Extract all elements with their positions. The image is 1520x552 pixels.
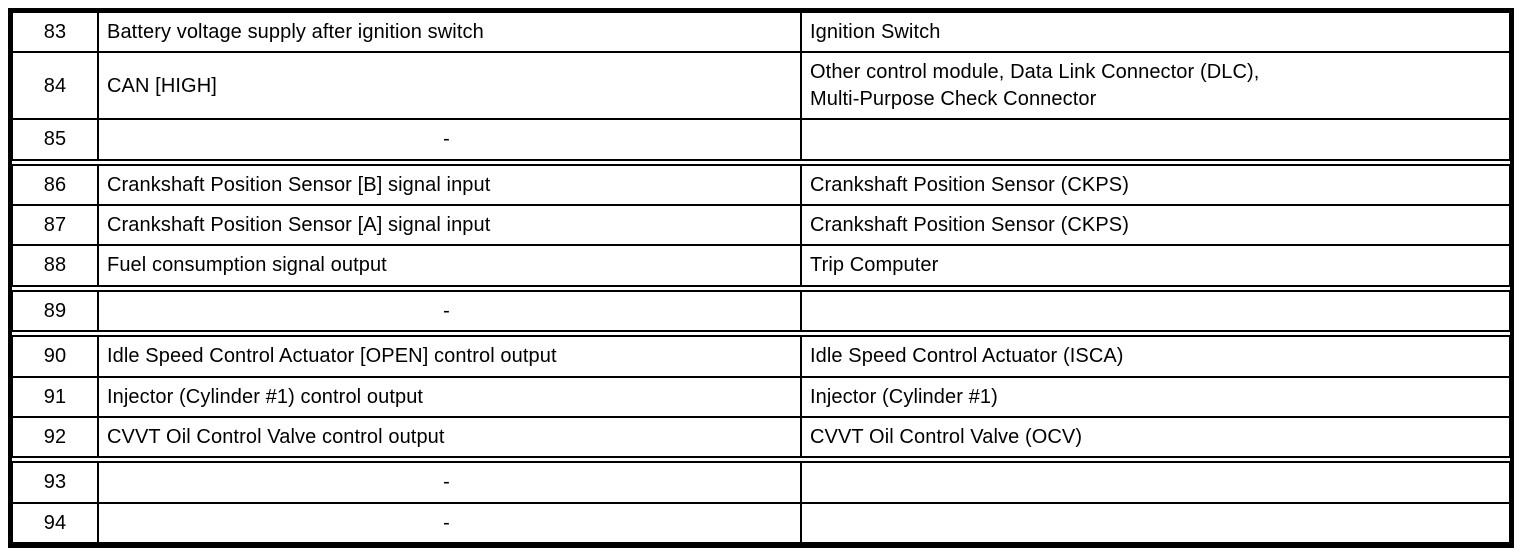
- description-cell: Fuel consumption signal output: [99, 246, 802, 285]
- pin-number-cell: 94: [13, 503, 99, 543]
- connected-to-cell: CVVT Oil Control Valve (OCV): [810, 425, 1083, 448]
- pin-number-cell: 89: [13, 291, 99, 331]
- connected-to-cell: Injector (Cylinder #1): [810, 385, 998, 408]
- description-cell: Injector (Cylinder #1) control output: [99, 377, 802, 416]
- table-row: 85-: [11, 118, 1511, 161]
- description-cell: -: [99, 463, 802, 502]
- connected-to-cell: [802, 504, 1509, 542]
- description-cell: CVVT Oil Control Valve control output: [99, 417, 802, 457]
- connected-to-cell: Trip Computer: [810, 254, 939, 277]
- pin-number-cell: 93: [13, 463, 99, 502]
- connected-to-cell: Idle Speed Control Actuator (ISCA): [810, 345, 1124, 368]
- table-row: 94-: [11, 501, 1511, 545]
- pin-number-cell: 83: [13, 13, 99, 52]
- table-row: 89-: [11, 289, 1511, 333]
- description-cell: Idle Speed Control Actuator [OPEN] contr…: [99, 337, 802, 376]
- pin-number-cell: 91: [13, 377, 99, 416]
- connected-to-cell: Ignition Switch: [810, 21, 941, 43]
- connected-to-cell: Crankshaft Position Sensor (CKPS): [810, 213, 1129, 236]
- pin-number-cell: 88: [13, 246, 99, 285]
- description-cell: Crankshaft Position Sensor [B] signal in…: [99, 165, 802, 204]
- pin-number-cell: 87: [13, 205, 99, 245]
- pin-number-cell: 84: [13, 53, 99, 119]
- description-cell: Battery voltage supply after ignition sw…: [99, 13, 802, 52]
- connected-to-cell: Other control module, Data Link Connecto…: [810, 61, 1260, 110]
- description-cell: -: [99, 120, 802, 159]
- pin-number-cell: 85: [13, 120, 99, 159]
- connected-to-cell: [802, 292, 1509, 330]
- description-cell: CAN [HIGH]: [99, 53, 802, 119]
- connected-to-cell: [802, 463, 1509, 501]
- description-cell: -: [99, 291, 802, 331]
- connected-to-cell: Crankshaft Position Sensor (CKPS): [810, 173, 1129, 196]
- connected-to-cell: [802, 120, 1509, 158]
- pin-number-cell: 92: [13, 417, 99, 457]
- description-cell: -: [99, 503, 802, 543]
- description-cell: Crankshaft Position Sensor [A] signal in…: [99, 205, 802, 245]
- pin-number-cell: 90: [13, 337, 99, 376]
- table-row: 93-: [11, 461, 1511, 504]
- pin-number-cell: 86: [13, 165, 99, 204]
